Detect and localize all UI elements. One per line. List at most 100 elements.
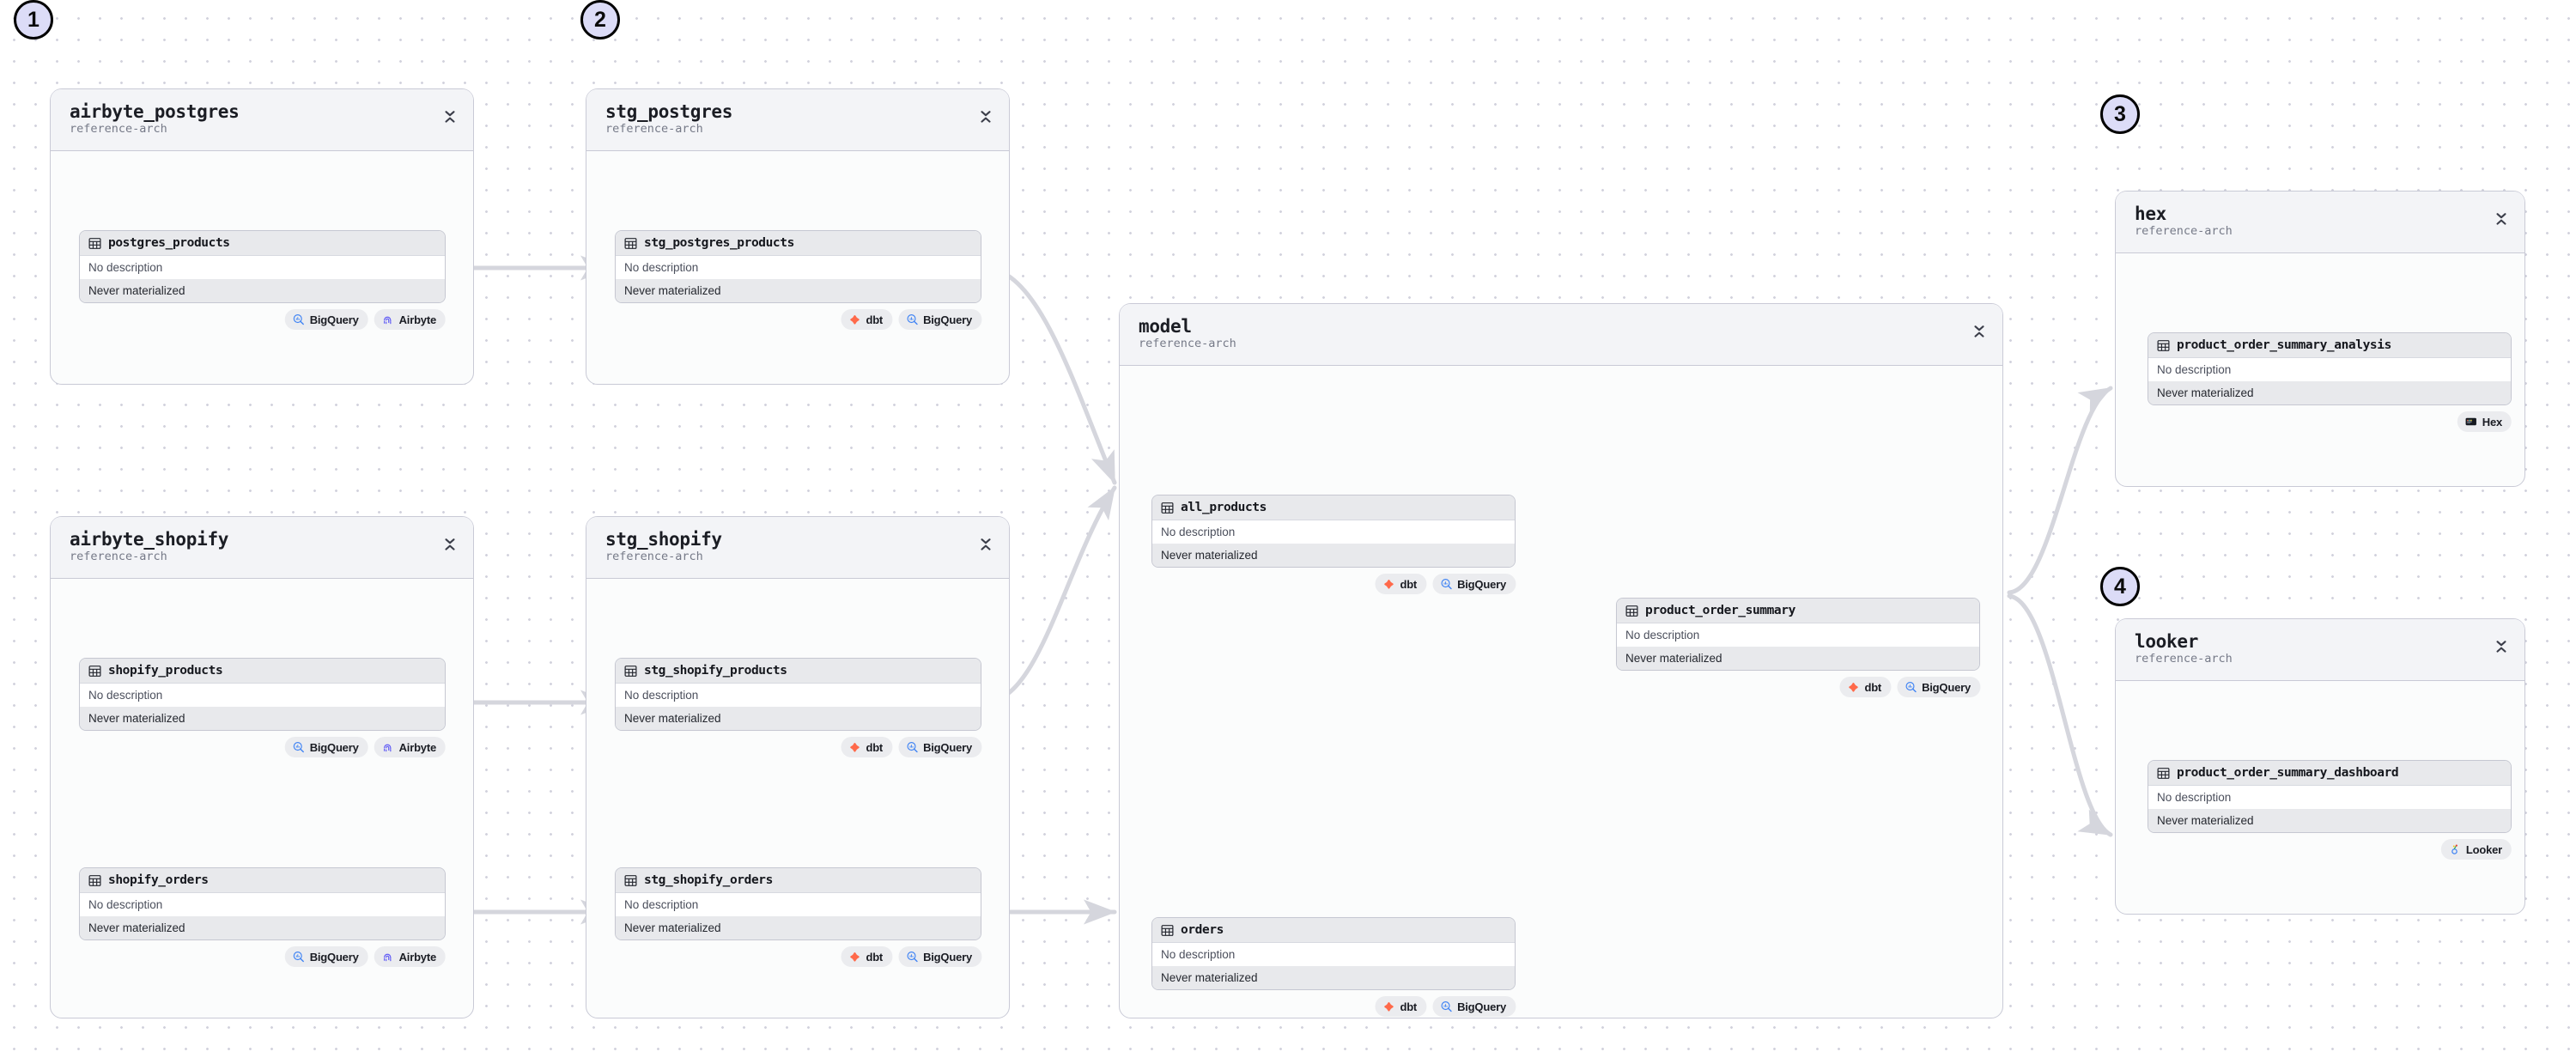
collapse-chevrons-icon[interactable] (1971, 323, 1987, 340)
group-title: stg_shopify (605, 529, 722, 550)
asset-node-header[interactable]: stg_postgres_products (616, 231, 981, 256)
asset-materialization-status: Never materialized (80, 707, 445, 730)
badge-bigquery[interactable]: BigQuery (284, 946, 368, 967)
badge-label: BigQuery (923, 313, 972, 326)
bigquery-icon (1440, 1000, 1452, 1012)
bigquery-icon (906, 313, 918, 325)
badge-label: Airbyte (398, 950, 437, 964)
badge-label: dbt (1400, 577, 1418, 591)
asset-node-header[interactable]: stg_shopify_products (616, 659, 981, 684)
step-marker-2: 2 (580, 0, 620, 40)
bigquery-icon (906, 741, 918, 753)
table-grid-icon (88, 665, 101, 678)
asset-node-header[interactable]: product_order_summary (1617, 599, 1979, 623)
badge-bigquery[interactable]: BigQuery (898, 737, 981, 757)
asset-materialization-status: Never materialized (1617, 647, 1979, 670)
group-subtitle: reference-arch (70, 550, 167, 563)
asset-node-name: shopify_orders (108, 873, 209, 887)
table-grid-icon (624, 665, 637, 678)
badge-bigquery[interactable]: BigQuery (284, 737, 368, 757)
badge-bigquery[interactable]: BigQuery (1432, 996, 1516, 1017)
badge-dbt[interactable]: dbt (841, 737, 893, 757)
badge-label: Airbyte (398, 740, 437, 754)
asset-materialization-status: Never materialized (616, 279, 981, 302)
badge-dbt[interactable]: dbt (841, 946, 893, 967)
badge-airbyte[interactable]: Airbyte (374, 737, 446, 757)
asset-node-header[interactable]: shopify_products (80, 659, 445, 684)
asset-node-header[interactable]: stg_shopify_orders (616, 868, 981, 893)
badge-bigquery[interactable]: BigQuery (1432, 574, 1516, 594)
badge-bigquery[interactable]: BigQuery (898, 946, 981, 967)
badge-hex[interactable]: Hex (2457, 411, 2512, 432)
hex-icon (2465, 416, 2477, 428)
badge-bigquery[interactable]: BigQuery (284, 309, 368, 330)
airbyte-icon (382, 313, 394, 325)
collapse-chevrons-icon[interactable] (442, 536, 458, 553)
collapse-chevrons-icon[interactable] (442, 108, 458, 125)
badge-bigquery[interactable]: BigQuery (1897, 677, 1980, 697)
table-grid-icon (2157, 339, 2170, 352)
badge-dbt[interactable]: dbt (1375, 996, 1427, 1017)
dbt-icon (1382, 1000, 1394, 1012)
badge-label: BigQuery (309, 740, 359, 754)
bigquery-icon (1440, 578, 1452, 590)
asset-node-header[interactable]: product_order_summary_dashboard (2148, 761, 2511, 786)
asset-node-header[interactable]: postgres_products (80, 231, 445, 256)
badge-looker[interactable]: Looker (2440, 839, 2512, 860)
collapse-chevrons-icon[interactable] (2494, 638, 2509, 655)
badge-dbt[interactable]: dbt (1839, 677, 1892, 697)
asset-node-name: stg_shopify_products (644, 664, 787, 678)
asset-node-name: postgres_products (108, 236, 230, 250)
asset-materialization-status: Never materialized (1152, 544, 1515, 567)
badge-label: dbt (1864, 680, 1882, 694)
asset-node-header[interactable]: shopify_orders (80, 868, 445, 893)
collapse-chevrons-icon[interactable] (978, 108, 993, 125)
badge-dbt[interactable]: dbt (1375, 574, 1427, 594)
asset-node-header[interactable]: product_order_summary_analysis (2148, 333, 2511, 358)
collapse-chevrons-icon[interactable] (978, 536, 993, 553)
badge-label: dbt (866, 740, 884, 754)
integration-badges: Hex (2457, 411, 2512, 432)
badge-label: BigQuery (1457, 1000, 1506, 1013)
dbt-icon (1847, 681, 1859, 693)
bigquery-icon (293, 313, 305, 325)
collapse-chevrons-icon[interactable] (2494, 210, 2509, 228)
lineage-edge (2007, 593, 2113, 837)
badge-airbyte[interactable]: Airbyte (374, 946, 446, 967)
group-subtitle: reference-arch (1139, 337, 1236, 350)
badge-dbt[interactable]: dbt (841, 309, 893, 330)
step-marker-3: 3 (2100, 94, 2140, 134)
asset-node-header[interactable]: orders (1152, 918, 1515, 943)
badge-bigquery[interactable]: BigQuery (898, 309, 981, 330)
dbt-icon (848, 313, 860, 325)
badge-airbyte[interactable]: Airbyte (374, 309, 446, 330)
asset-node-header[interactable]: all_products (1152, 496, 1515, 520)
